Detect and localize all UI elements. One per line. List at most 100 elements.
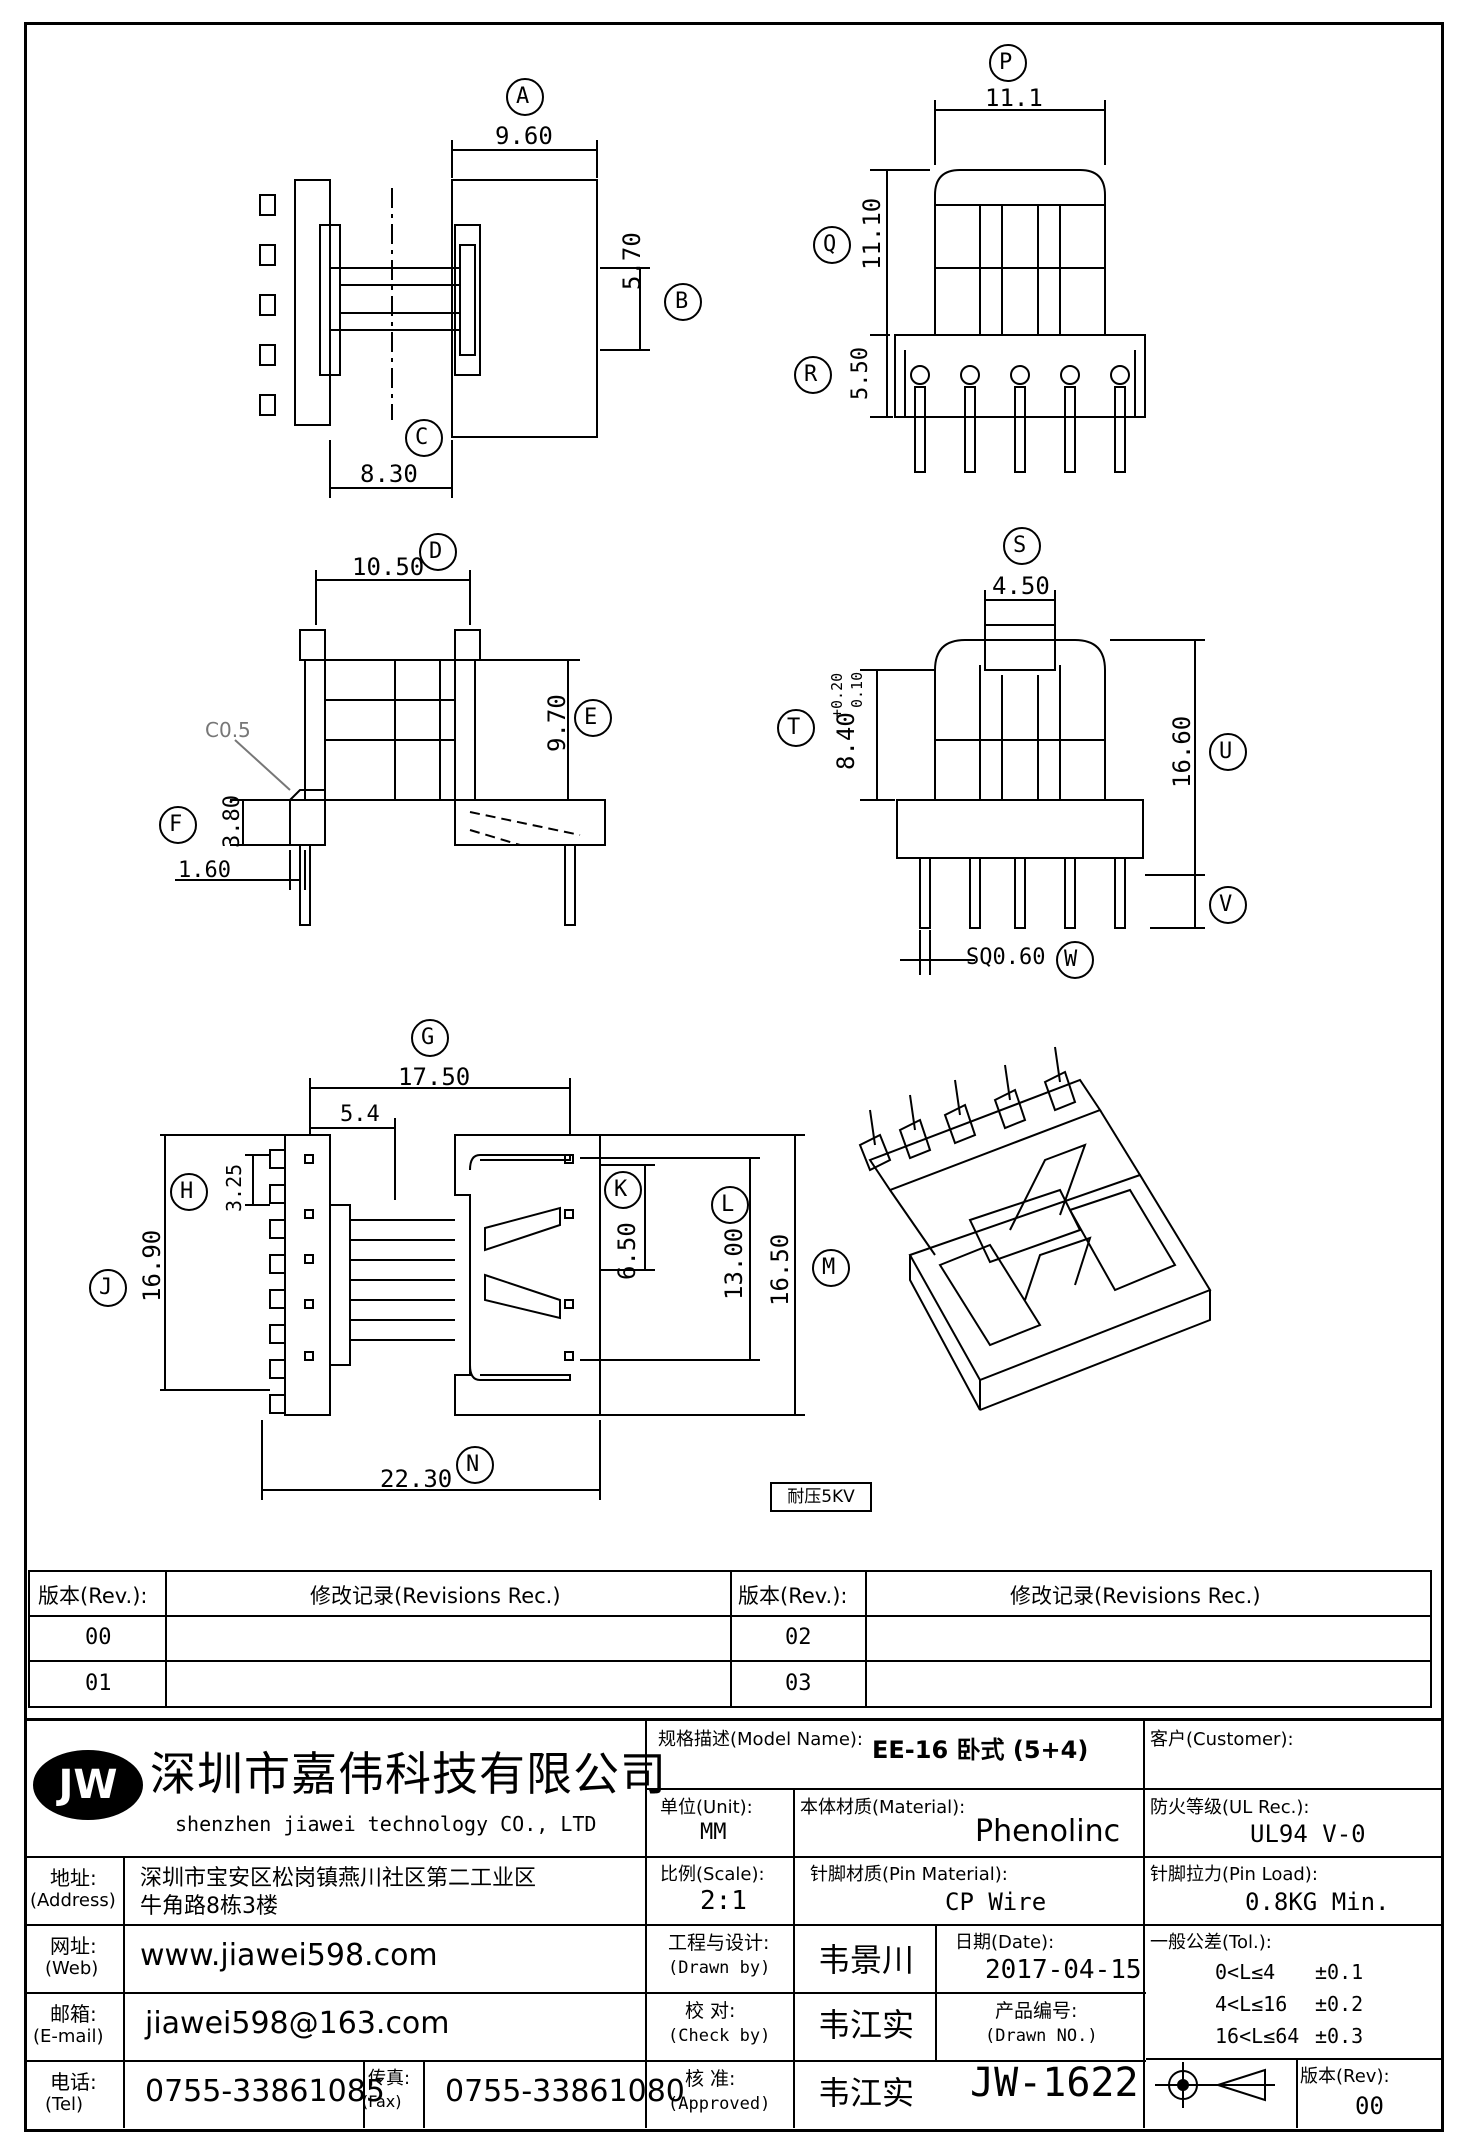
drawn-no-label: 产品编号:: [995, 2000, 1078, 2022]
dim-e: 9.70: [543, 694, 571, 752]
design-label: 工程与设计:: [668, 1932, 770, 1954]
pin-material-label: 针脚材质(Pin Material):: [810, 1864, 1008, 1885]
drawn-no-value: JW-1622: [970, 2060, 1139, 2106]
tel-label-en: (Tel): [45, 2094, 84, 2115]
fax-value: 0755-33861080: [445, 2074, 685, 2109]
web-label: 网址:: [50, 1934, 97, 1958]
label-m: M: [822, 1255, 836, 1280]
material-label: 本体材质(Material):: [800, 1797, 966, 1818]
view-front-middle: [159, 533, 612, 926]
dim-a: 9.60: [495, 122, 553, 150]
label-s: S: [1013, 533, 1027, 558]
rec-header-right: 修改记录(Revisions Rec.): [1010, 1584, 1261, 1608]
approve-value: 韦江实: [818, 2074, 915, 2112]
unit-value: MM: [700, 1820, 727, 1845]
dim-c: 8.30: [360, 460, 418, 488]
pin-load-label: 针脚拉力(Pin Load):: [1150, 1864, 1318, 1885]
label-h: H: [180, 1179, 194, 1204]
model-value: EE-16 卧式 (5+4): [872, 1736, 1089, 1764]
approve-label-en: (Approved): [668, 2094, 771, 2114]
view-side-top: [794, 44, 1146, 473]
dim-m: 16.50: [766, 1233, 794, 1306]
drawing-sheet: [24, 22, 1444, 2132]
date-value: 2017-04-15: [985, 1955, 1142, 1985]
dim-g2: 5.4: [340, 1102, 380, 1127]
rev-row-0-left: 00: [85, 1625, 112, 1650]
view-bottom: [89, 1019, 850, 1500]
ul-label: 防火等级(UL Rec.):: [1150, 1797, 1310, 1818]
tol-range-2: 16<L≤64: [1215, 2024, 1300, 2048]
dim-b: 5.70: [618, 232, 646, 290]
check-label: 校 对:: [685, 2000, 736, 2022]
company-name-cn: 深圳市嘉伟科技有限公司: [150, 1747, 667, 1801]
tol-range-0: 0<L≤4: [1215, 1960, 1276, 1984]
label-l: L: [721, 1192, 735, 1217]
pin-material-value: CP Wire: [945, 1888, 1047, 1916]
address-label-en: (Address): [30, 1890, 116, 1911]
design-value: 韦景川: [818, 1941, 915, 1979]
pin-load-value: 0.8KG Min.: [1245, 1888, 1390, 1916]
dim-r: 5.50: [848, 347, 873, 400]
dim-q: 11.10: [858, 197, 886, 270]
dim-j: 16.90: [138, 1229, 166, 1302]
company-logo: JW: [33, 1750, 143, 1820]
dim-u: 16.60: [1168, 715, 1196, 788]
label-t: T: [787, 715, 801, 740]
label-r: R: [804, 362, 818, 387]
approve-label: 核 准:: [685, 2068, 736, 2090]
dim-t: 8.40: [832, 712, 860, 770]
label-g: G: [421, 1025, 435, 1050]
unit-label: 单位(Unit):: [660, 1797, 753, 1818]
dim-g: 17.50: [398, 1063, 471, 1091]
dim-f: 3.80: [220, 795, 245, 848]
rev-row-0-right: 02: [785, 1625, 812, 1650]
email-value: jiawei598@163.com: [145, 2006, 450, 2041]
view-isometric: [858, 1046, 1212, 1411]
dim-n: 22.30: [380, 1465, 453, 1493]
label-k: K: [614, 1177, 628, 1202]
voltage-note: 耐压5KV: [770, 1482, 872, 1512]
web-value: www.jiawei598.com: [140, 1938, 438, 1973]
date-label: 日期(Date):: [955, 1932, 1055, 1953]
dim-t-tol-minus: 0.10: [848, 671, 866, 708]
web-label-en: (Web): [45, 1958, 99, 1979]
projection-symbol: [1155, 2062, 1275, 2108]
material-value: Phenolinc: [975, 1814, 1121, 1849]
dim-chamfer: C0.5: [205, 718, 251, 742]
dim-f2: 1.60: [178, 858, 231, 883]
model-label: 规格描述(Model Name):: [658, 1729, 863, 1750]
check-label-en: (Check by): [668, 2026, 771, 2046]
scale-value: 2:1: [700, 1886, 747, 1916]
label-f: F: [169, 812, 183, 837]
dim-d: 10.50: [352, 553, 425, 581]
dim-l: 13.00: [720, 1227, 748, 1300]
customer-label: 客户(Customer):: [1150, 1729, 1294, 1750]
dim-h: 3.25: [222, 1163, 246, 1212]
tol-value-1: ±0.2: [1315, 1992, 1364, 2016]
dim-w: SQ0.60: [966, 945, 1046, 970]
email-label: 邮箱:: [50, 2002, 97, 2026]
tol-value-2: ±0.3: [1315, 2024, 1364, 2048]
dim-p: 11.1: [985, 84, 1043, 112]
tolerance-label: 一般公差(Tol.):: [1150, 1932, 1272, 1953]
email-label-en: (E-mail): [33, 2026, 104, 2047]
address-line-1: 深圳市宝安区松岗镇燕川社区第二工业区: [140, 1866, 537, 1891]
label-e: E: [584, 705, 598, 730]
company-name-en: shenzhen jiawei technology CO., LTD: [175, 1812, 597, 1836]
rev-label: 版本(Rev):: [1300, 2066, 1390, 2087]
label-u: U: [1219, 739, 1233, 764]
fax-label-en: (Fax): [362, 2092, 402, 2111]
label-b: B: [675, 289, 689, 314]
label-q: Q: [823, 232, 837, 257]
tel-label: 电话:: [50, 2070, 97, 2094]
address-label: 地址:: [50, 1866, 97, 1890]
ul-value: UL94 V-0: [1250, 1820, 1366, 1848]
label-p: P: [999, 50, 1013, 75]
label-w: W: [1064, 947, 1078, 972]
tol-range-1: 4<L≤16: [1215, 1992, 1288, 2016]
rev-row-1-right: 03: [785, 1671, 812, 1696]
dim-t-tol-plus: +0.20: [828, 672, 846, 718]
label-d: D: [429, 539, 443, 564]
scale-label: 比例(Scale):: [660, 1864, 765, 1885]
